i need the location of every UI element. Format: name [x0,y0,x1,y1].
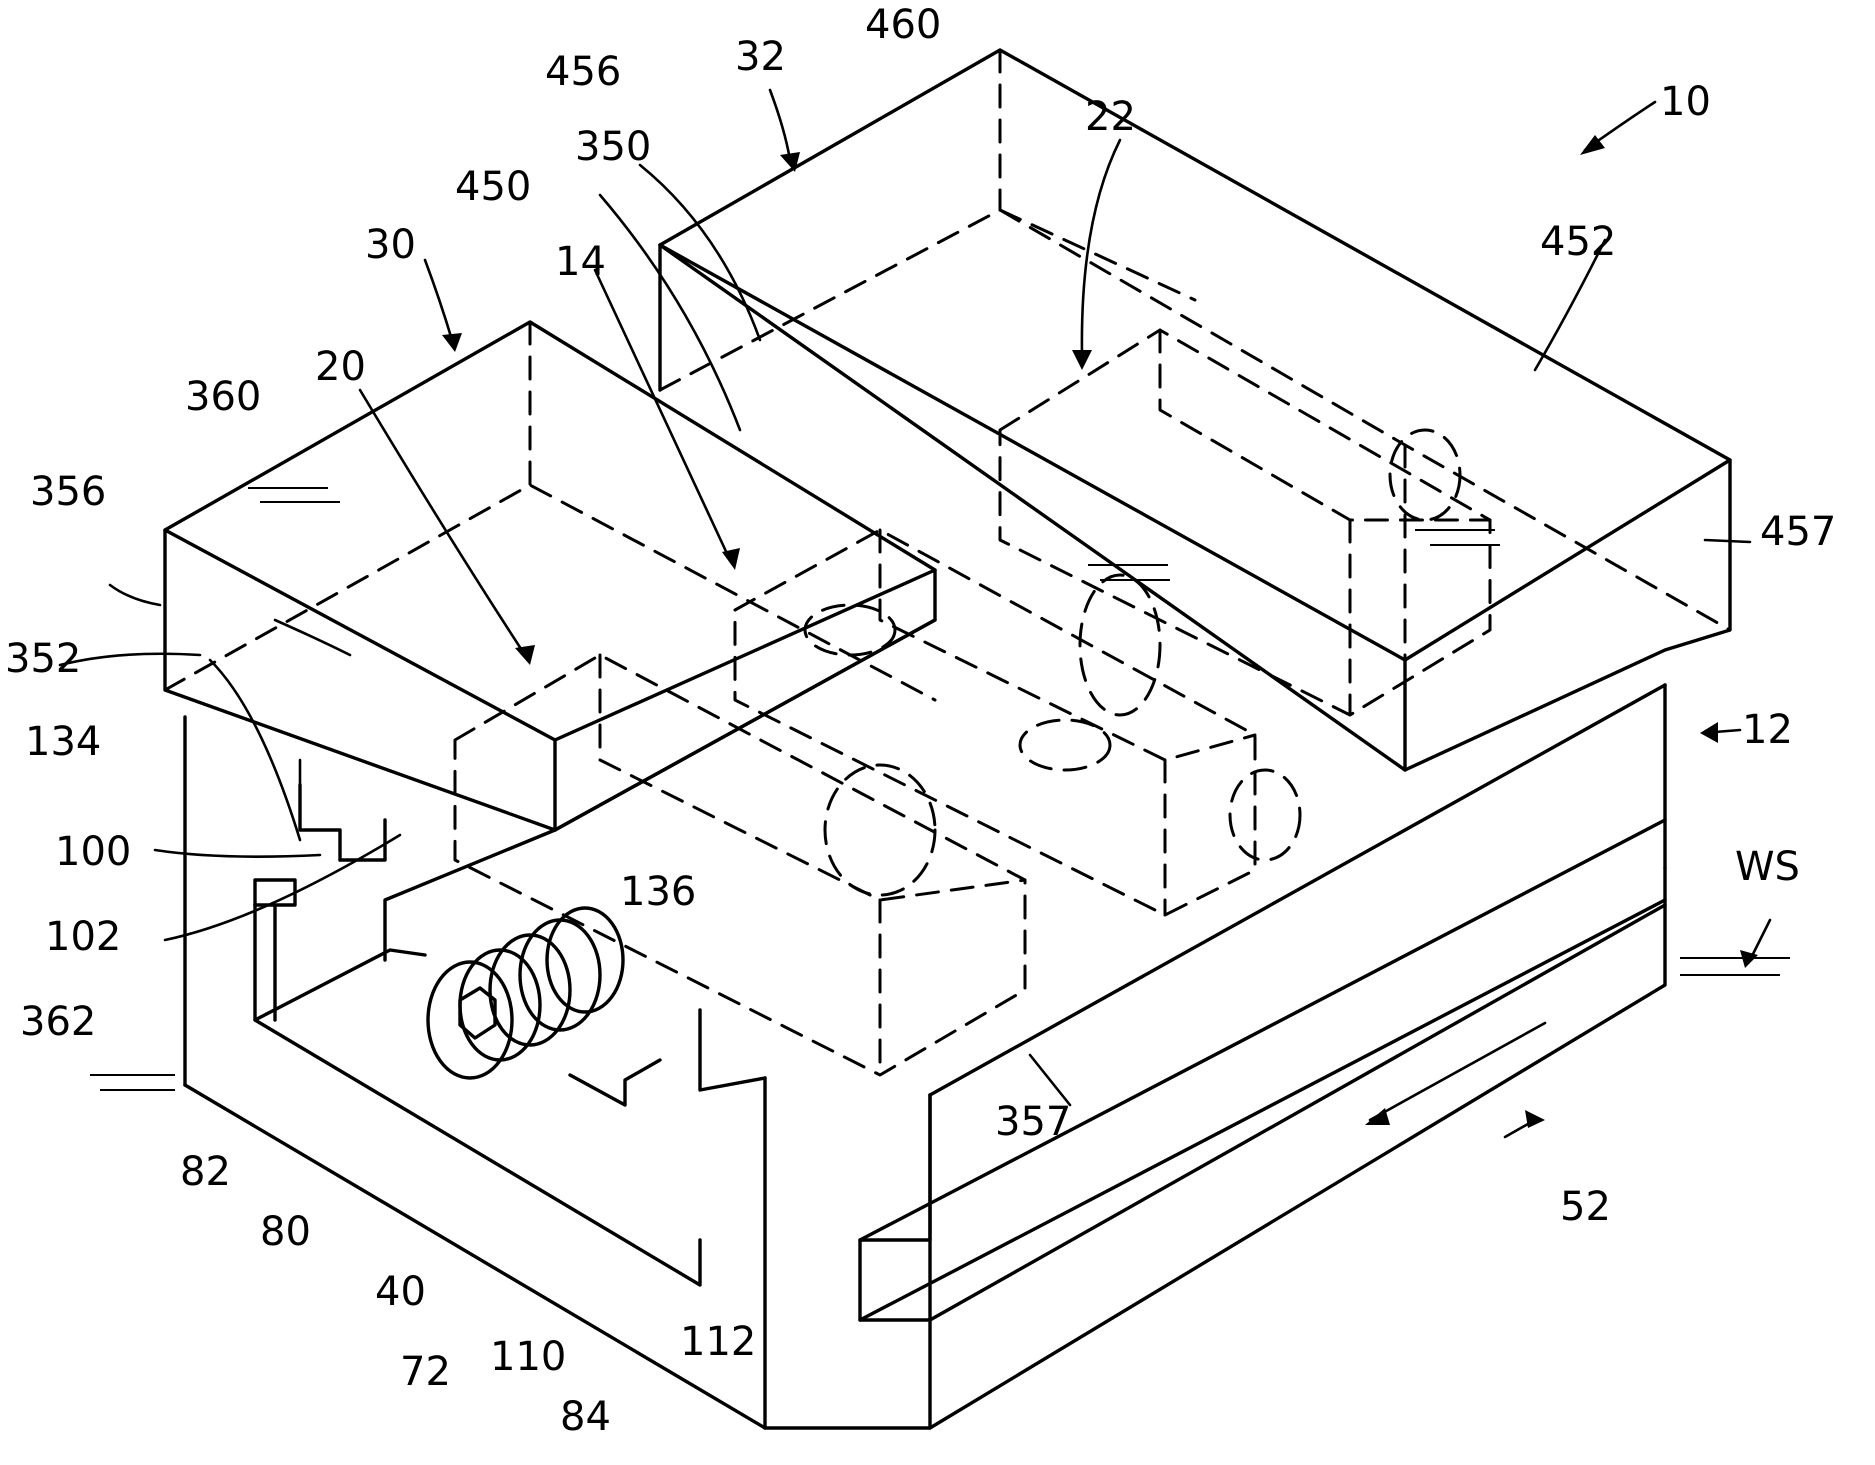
label-457: 457 [1760,509,1836,555]
label-134: 134 [25,719,101,765]
label-136: 136 [620,869,696,915]
rear-jaw-32 [660,50,1730,770]
label-460: 460 [865,2,941,48]
label-22: 22 [1085,94,1136,140]
label-356: 356 [30,469,106,515]
label-456: 456 [545,49,621,95]
label-30: 30 [365,222,416,268]
label-10: 10 [1660,79,1711,125]
label-20: 20 [315,344,366,390]
arrowheads [442,135,1758,1128]
label-82: 82 [180,1149,231,1195]
label-352: 352 [5,636,81,682]
label-350: 350 [575,124,651,170]
label-14: 14 [555,239,606,285]
label-362: 362 [20,999,96,1045]
label-12: 12 [1742,707,1793,753]
label-452: 452 [1540,219,1616,265]
lead-screw-40 [428,908,623,1078]
reference-labels: 10 12 14 20 22 30 32 40 52 72 80 82 84 1… [5,2,1836,1440]
label-32: 32 [735,34,786,80]
label-450: 450 [455,164,531,210]
label-84: 84 [560,1394,611,1440]
label-100: 100 [55,829,131,875]
hidden-lines [165,50,1730,1075]
label-102: 102 [45,914,121,960]
left-channel [255,880,700,1285]
label-80: 80 [260,1209,311,1255]
label-52: 52 [1560,1184,1611,1230]
label-72: 72 [400,1349,451,1395]
label-ws: WS [1735,844,1800,890]
label-40: 40 [375,1269,426,1315]
label-110: 110 [490,1334,566,1380]
label-112: 112 [680,1319,756,1365]
label-360: 360 [185,374,261,420]
label-357: 357 [995,1099,1071,1145]
